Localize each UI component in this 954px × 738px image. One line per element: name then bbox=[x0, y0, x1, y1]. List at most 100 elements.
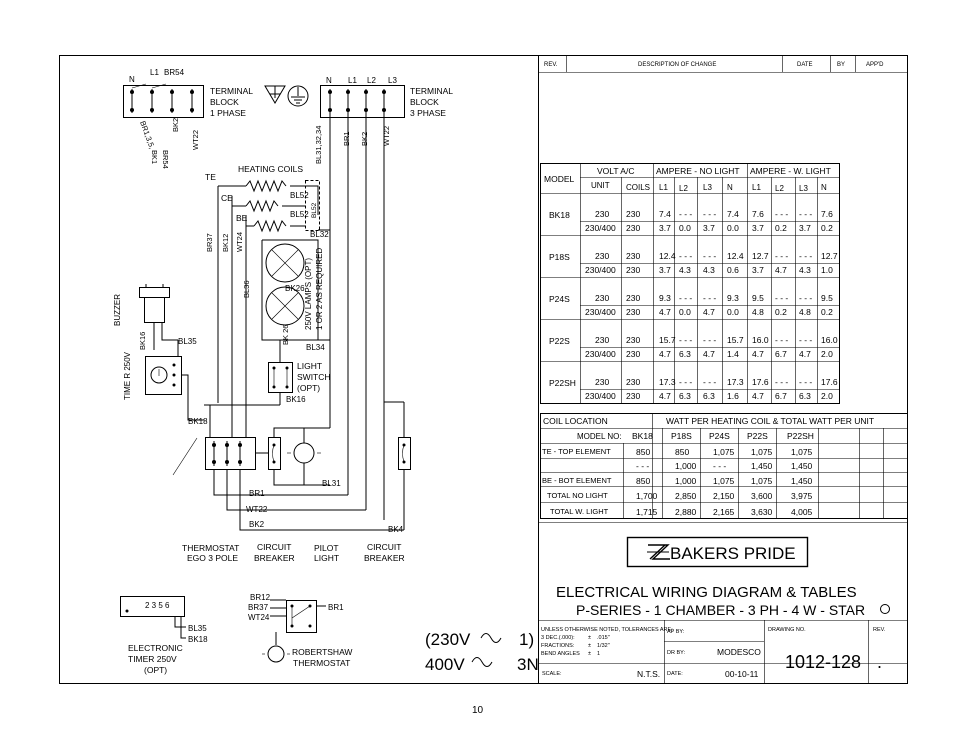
amp-cell: 1.0 bbox=[821, 265, 833, 275]
tb3-label-1: TERMINAL bbox=[410, 86, 453, 96]
amp-subheader: COILS bbox=[626, 183, 650, 192]
watt-cell: 1,075 bbox=[751, 447, 773, 457]
bl52-a: BL52 bbox=[290, 191, 309, 200]
br12-label: BR12 bbox=[250, 593, 271, 602]
circuit-breaker-2 bbox=[398, 437, 411, 470]
cb1-label-1: CIRCUIT bbox=[257, 542, 291, 552]
bl52-rot: BL52 bbox=[311, 202, 318, 218]
amp-cell: 6.3 bbox=[703, 391, 715, 401]
amp-cell: 6.7 bbox=[775, 349, 787, 359]
watt-cell: 1,450 bbox=[791, 476, 813, 486]
bk2-a: BK2 bbox=[249, 520, 265, 529]
amp-cell: 230 bbox=[595, 293, 609, 303]
amp-subheader: L2 bbox=[775, 184, 784, 193]
wire-wt22-3ph: WT22 bbox=[382, 126, 391, 146]
amp-cell: 4.3 bbox=[799, 265, 811, 275]
tol-angle-label: BEND ANGLES bbox=[541, 651, 580, 657]
amp-subheader: N bbox=[821, 183, 827, 192]
amp-cell: - - - bbox=[775, 293, 788, 303]
amp-cell: 3.7 bbox=[659, 223, 671, 233]
voltage-230: (230V bbox=[425, 630, 471, 649]
amp-cell: 7.6 bbox=[821, 209, 833, 219]
watt-row-label: TOTAL W. LIGHT bbox=[550, 507, 609, 516]
amp-cell: 6.7 bbox=[775, 391, 787, 401]
bl35-b: BL35 bbox=[188, 624, 207, 633]
date-header: DATE bbox=[797, 62, 813, 68]
description-header: DESCRIPTION OF CHANGE bbox=[638, 62, 716, 68]
amp-subheader: L3 bbox=[703, 183, 712, 192]
amp-cell: 16.0 bbox=[821, 335, 838, 345]
tb1-label-3: 1 PHASE bbox=[210, 108, 246, 118]
voltage-400: 400V bbox=[425, 655, 465, 674]
br1-b: BR1 bbox=[328, 603, 344, 612]
robertshaw-label-2: THERMOSTAT bbox=[293, 658, 350, 668]
sine-wave-icon bbox=[480, 633, 502, 643]
amp-cell: 4.8 bbox=[799, 307, 811, 317]
et-pins: 2 3 5 6 bbox=[145, 601, 170, 610]
rev-header: REV. bbox=[544, 62, 558, 68]
amp-cell: 230 bbox=[626, 335, 640, 345]
amp-cell: 12.7 bbox=[752, 251, 769, 261]
amp-model: P24S bbox=[549, 294, 570, 304]
amp-cell: 4.7 bbox=[703, 349, 715, 359]
amp-cell: 230/400 bbox=[585, 349, 616, 359]
amp-cell: 4.7 bbox=[659, 307, 671, 317]
drawing-no-label: DRAWING NO. bbox=[768, 627, 806, 633]
amp-cell: 3.7 bbox=[752, 265, 764, 275]
bk26-a: BK26 bbox=[285, 284, 305, 293]
tolerance-note: UNLESS OTHERWISE NOTED, TOLERANCES ARE: bbox=[541, 627, 673, 633]
amp-cell: 9.3 bbox=[727, 293, 739, 303]
bk18-a: BK18 bbox=[188, 417, 208, 426]
amp-cell: 15.7 bbox=[659, 335, 676, 345]
watt-model: P22SH bbox=[787, 431, 814, 441]
amp-cell: - - - bbox=[775, 251, 788, 261]
amp-cell: - - - bbox=[679, 377, 692, 387]
amp-cell: 7.4 bbox=[659, 209, 671, 219]
amp-cell: - - - bbox=[799, 335, 812, 345]
dr-by-label: DR BY: bbox=[667, 650, 686, 656]
amp-cell: 6.3 bbox=[679, 391, 691, 401]
watt-cell: 2,850 bbox=[675, 491, 697, 501]
wire-br54: BR54 bbox=[161, 150, 170, 169]
thermostat-label-1: THERMOSTAT bbox=[182, 543, 239, 553]
amp-cell: 230 bbox=[626, 223, 640, 233]
amp-cell: 3.7 bbox=[659, 265, 671, 275]
amp-cell: 230 bbox=[626, 377, 640, 387]
timer-label: TIME R 250V bbox=[123, 351, 132, 400]
lamps-note-1: 250V LAMPS (OPT) bbox=[304, 258, 313, 330]
watt-cell: 3,600 bbox=[751, 491, 773, 501]
amp-col-model: MODEL bbox=[544, 174, 575, 184]
amp-cell: - - - bbox=[775, 209, 788, 219]
amp-cell: 4.8 bbox=[752, 307, 764, 317]
amp-cell: 12.4 bbox=[727, 251, 744, 261]
amp-cell: 7.4 bbox=[727, 209, 739, 219]
light-switch-2: SWITCH bbox=[297, 372, 331, 382]
heating-coils-label: HEATING COILS bbox=[238, 164, 303, 174]
tb1-br54: BR54 bbox=[164, 68, 185, 77]
amp-cell: 230 bbox=[595, 377, 609, 387]
amp-cell: 1.6 bbox=[727, 391, 739, 401]
wire-bk2-1ph: BK2 bbox=[171, 118, 180, 132]
amp-model: P18S bbox=[549, 252, 570, 262]
amp-cell: 9.3 bbox=[659, 293, 671, 303]
amp-col-w-light: AMPERE - W. LIGHT bbox=[750, 166, 831, 176]
bk26-b: BK 26 bbox=[281, 325, 290, 345]
bk16-a: BK16 bbox=[138, 332, 147, 350]
amp-cell: 230 bbox=[595, 251, 609, 261]
amp-subheader: L1 bbox=[752, 183, 761, 192]
tol-dec-label: 3 DEC.(.000): bbox=[541, 635, 575, 641]
light-switch-3: (OPT) bbox=[297, 383, 320, 393]
bl52-b: BL52 bbox=[290, 210, 309, 219]
watt-cell: 4,005 bbox=[791, 507, 813, 517]
wire-br135: BR1,3,5, bbox=[138, 120, 156, 151]
amp-cell: 230 bbox=[626, 307, 640, 317]
amp-cell: 17.3 bbox=[727, 377, 744, 387]
tol-pm-2: ± bbox=[588, 643, 591, 649]
watt-table: COIL LOCATION WATT PER HEATING COIL & TO… bbox=[540, 413, 908, 519]
et-label-1: ELECTRONIC bbox=[128, 643, 183, 653]
amp-cell: 230/400 bbox=[585, 391, 616, 401]
watt-row-label: BE - BOT ELEMENT bbox=[542, 476, 612, 485]
wiring-schematic: N L1 BR54 TERMINAL BLOCK 1 PHASE bbox=[113, 68, 453, 675]
wire-br1-3ph: BR1 bbox=[342, 131, 351, 146]
